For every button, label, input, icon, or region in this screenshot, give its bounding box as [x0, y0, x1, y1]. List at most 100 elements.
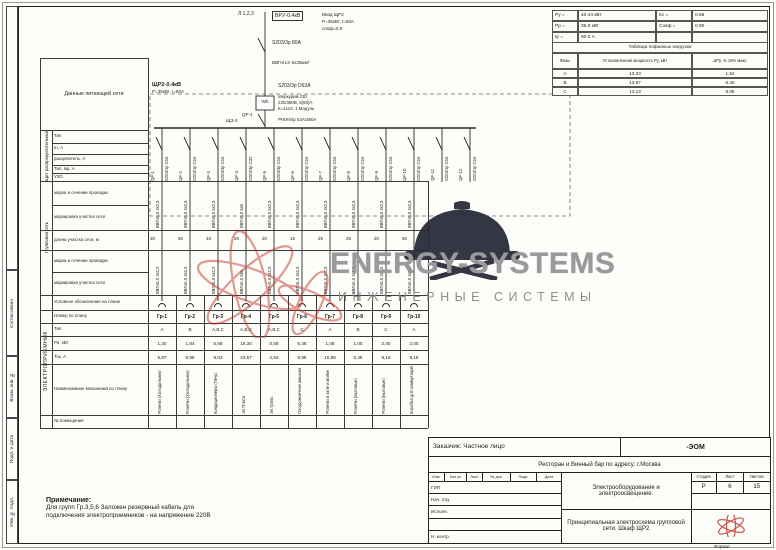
cable-length: 30 [150, 236, 156, 241]
cable-marking-zone: ВВГнгLS 3х2,5 [344, 250, 372, 295]
revision-col-header: Подп. [511, 473, 537, 482]
row-label-phase: Тип [54, 326, 62, 332]
phase-name: С [552, 87, 578, 96]
group-number: Гр-9 [380, 313, 392, 320]
socket-symbol [400, 295, 428, 310]
role-row: Н. контр. [431, 533, 450, 539]
grid-line [52, 130, 53, 428]
row-label-room: № помещения [54, 418, 84, 424]
socket-symbol [176, 295, 204, 310]
revision-col-header: Кол.уч [445, 473, 467, 482]
room-number [204, 415, 232, 428]
input-breaker-label: S203/3p 80А [272, 40, 301, 46]
load-name: Эл.Плита [241, 395, 246, 414]
load-name-cell: Розетки (Бытовые) [372, 364, 400, 415]
cable-length: 25 [346, 236, 352, 241]
group-current: 5,87 [157, 354, 167, 360]
company-logo-cell [691, 509, 770, 543]
param-value: 60.0 А [578, 32, 656, 43]
format-label: Формат [714, 544, 730, 549]
room-number [316, 415, 344, 428]
input-label-3: cosф=0.9 [322, 26, 342, 31]
grid-line [344, 295, 345, 428]
doc-code-cell: -ЭОМ [621, 438, 770, 457]
load-name-cell: Розетки (Бытовые) [344, 364, 372, 415]
note-line: Для групп Гр.3,5,6 Заложен резервный каб… [46, 504, 195, 511]
breaker-id-label: QF-11 [430, 168, 435, 181]
group-power: 2,00 [381, 340, 391, 346]
cable-marking-zone: ВВГнгLS 5х2,5 [204, 250, 232, 295]
titleblock-divider [561, 473, 562, 543]
grid-line [52, 154, 148, 155]
grid-line [204, 295, 205, 428]
group-number: Гр-7 [324, 313, 336, 320]
grid-line [52, 143, 148, 144]
side-stamp-podp: Подп. и дата [6, 418, 18, 480]
breaker-id-label: QF-12 [458, 168, 463, 181]
param-value: 0.90 [692, 21, 768, 32]
cable-type-label: ВВГнгLS 3х2,5 [351, 200, 356, 228]
cable-marking-zone: ВВГнгLS 3х2,5 [148, 250, 176, 295]
breaker-type-label: S203/3p C32 [248, 156, 253, 181]
grid-line [372, 295, 373, 428]
group-power: 1,00 [353, 340, 363, 346]
cable-marking-zone: ВВГнгLS 3х2,5 [288, 250, 316, 295]
titleblock-divider [561, 509, 770, 510]
input-label-1: Ввод ЩР2 [322, 12, 344, 17]
grid-line [52, 173, 148, 174]
cable-length: 25 [234, 236, 240, 241]
load-name: Коробка для коммутаций [409, 366, 414, 414]
cable-marking-label: ВВГнгLS 5х2,5 [211, 266, 216, 294]
row-label-marking2: маркировка участка сети [54, 280, 105, 286]
group-power: 5,68 [213, 340, 223, 346]
stage-value: 6 [717, 482, 744, 493]
group-power: 16,30 [240, 340, 252, 346]
group-current: 9,18 [409, 354, 419, 360]
param-label: Ру = [552, 10, 578, 21]
load-name: Розетки (Бытовые) [353, 378, 358, 414]
group-power: 2,00 [409, 340, 419, 346]
titleblock-divider [691, 473, 692, 543]
customer-cell: Заказчик: Частное лицо [429, 438, 621, 457]
drawing-frame [18, 6, 770, 544]
revision-col-header: № док. [483, 473, 511, 482]
row-label-cable2: марка и сечение проводки [54, 257, 108, 263]
socket-symbol [372, 295, 400, 310]
cable-type-label: ВВГнгLS 3х2,5 [379, 200, 384, 228]
breaker-zone: QF-5 S203/3p C16 ВВГнгLS 5х2,5 [260, 128, 288, 230]
group-phase: С [300, 327, 304, 332]
group-current: 9,18 [381, 354, 391, 360]
drawing-title-cell: Принципиальная электросхема групповой се… [567, 520, 685, 532]
bus-name-label: ЩЗ-2 [226, 119, 238, 124]
row-label-loadname: Наименование механизма по плану [54, 386, 128, 392]
grid-line [40, 350, 428, 351]
cable-type-label: ВВГнгLS 3х2,5 [407, 200, 412, 228]
group-number: Гр-4 [240, 313, 252, 320]
group-phase: А,В,С [212, 327, 224, 332]
load-name: Посудомоечная машина [297, 367, 302, 414]
breaker-type-label: S203/1p C16 [416, 156, 421, 181]
breaker-zone: QF-4 S203/3p C32 ВВГнгLS 5х6 [232, 128, 260, 230]
breaker-type-label: S203/1p C16 [360, 156, 365, 181]
group-phase: В [356, 327, 360, 332]
cable-marking-label: ВВГнгLS 3х2,5 [351, 266, 356, 294]
breaker-type-label: S203/3p C16 [220, 156, 225, 181]
object-name-cell: Ресторан и Винный бар по адресу: г.Москв… [429, 457, 770, 473]
cable-marking-label: ВВГнгLS 3х2,5 [379, 266, 384, 294]
delta-col-header: ΔРу, % 15% макс [692, 53, 768, 69]
feeder-lines-label: Л.1,2,3 [238, 11, 254, 17]
cable-length: 50 [402, 236, 408, 241]
room-number [148, 415, 176, 428]
group-power: 1,84 [185, 340, 195, 346]
cable-type-label: ВВГнгLS 5х6 [239, 204, 244, 228]
grid-line [52, 165, 148, 166]
room-number [176, 415, 204, 428]
row-label-in: Iн, А [54, 145, 64, 151]
group-column: QF-7 S203/1p C16 ВВГнгLS 3х2,5 25 ВВГнгL… [316, 128, 344, 428]
group-column: QF-10 S203/1p C16 ВВГнгLS 3х2,5 50 ВВГнг… [400, 128, 428, 428]
